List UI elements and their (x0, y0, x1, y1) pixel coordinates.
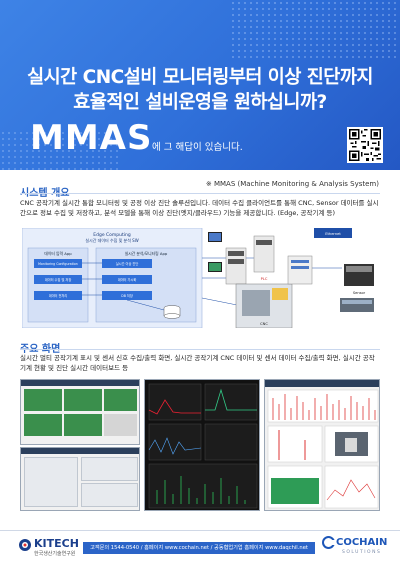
screenshots-gallery (20, 379, 380, 511)
kitech-emblem-icon (19, 539, 31, 551)
left-block-title: 데이터 입력 App (44, 251, 72, 256)
cochain-name: COCHAIN (336, 537, 388, 548)
screenshot-multi-machine (20, 379, 140, 445)
system-architecture-diagram: Edge Computing 실시간 데이터 수집 및 분석 SW 데이터 입력… (22, 228, 374, 328)
footer-divider (0, 530, 400, 531)
kitech-name: KITECH (34, 537, 79, 550)
cochain-subname: SOLUTIONS (342, 550, 382, 555)
cochain-emblem-icon (322, 536, 335, 549)
dot-pattern (0, 130, 120, 170)
overview-description: CNC 공작기계 실시간 통합 모니터링 및 공정 이상 진단 솔루션입니다. … (20, 199, 379, 217)
screenshot-cnc-data (144, 379, 260, 511)
right-block-title: 실시간 분석/모니터링 App (125, 251, 168, 256)
diagram-box-label: 데이터 수집 및 저장 (45, 277, 72, 282)
contact-bar: 고객문의 1544-0540 / 홈페이지 www.cochain.net / … (83, 542, 315, 554)
edge-subtitle: 실시간 데이터 수집 및 분석 SW (85, 237, 138, 243)
cnc-label: CNC (260, 322, 268, 326)
mmas-note: ※ MMAS (Machine Monitoring & Analysis Sy… (205, 180, 379, 188)
network-label: Ethernet (325, 232, 341, 236)
diagram-box-label: Monitoring Configuration (38, 262, 78, 266)
edge-title: Edge Computing (93, 232, 131, 238)
sensor-label: Sensor (353, 291, 366, 295)
diagram-box (34, 259, 152, 300)
diagram-box-label: DB 저장 (121, 293, 133, 298)
kitech-subname: 한국생산기술연구원 (34, 551, 76, 557)
headline-line2: 효율적인 설비운영을 원하십니까? (73, 92, 327, 113)
brand-logo: MMAS (30, 118, 153, 158)
divider (20, 193, 380, 194)
hero-banner: 실시간 CNC설비 모니터링부터 이상 진단까지 효율적인 설비운영을 원하십니… (0, 0, 400, 170)
screens-description: 실시간 멀티 공작기계 표시 및 센서 신호 수집/출력 화면, 실시간 공작기… (20, 354, 375, 372)
diagram-box-label: 데이터 가시화 (118, 277, 137, 282)
qr-code-icon[interactable] (347, 127, 383, 163)
headline-line1: 실시간 CNC설비 모니터링부터 이상 진단까지 (27, 67, 373, 88)
dot-pattern (230, 0, 400, 60)
diagram-box-label: 데이터 전처리 (49, 293, 68, 298)
screenshot-sensor-signals (20, 447, 140, 511)
diagram-box-label: 실시간 이상 진단 (116, 261, 139, 266)
screenshot-dashboard (264, 379, 380, 511)
divider (20, 349, 380, 350)
section-title-overview: 시스템 개요 (20, 184, 69, 199)
brand-tagline: 에 그 해답이 있습니다. (152, 142, 243, 153)
plc-label: PLC (261, 277, 268, 281)
